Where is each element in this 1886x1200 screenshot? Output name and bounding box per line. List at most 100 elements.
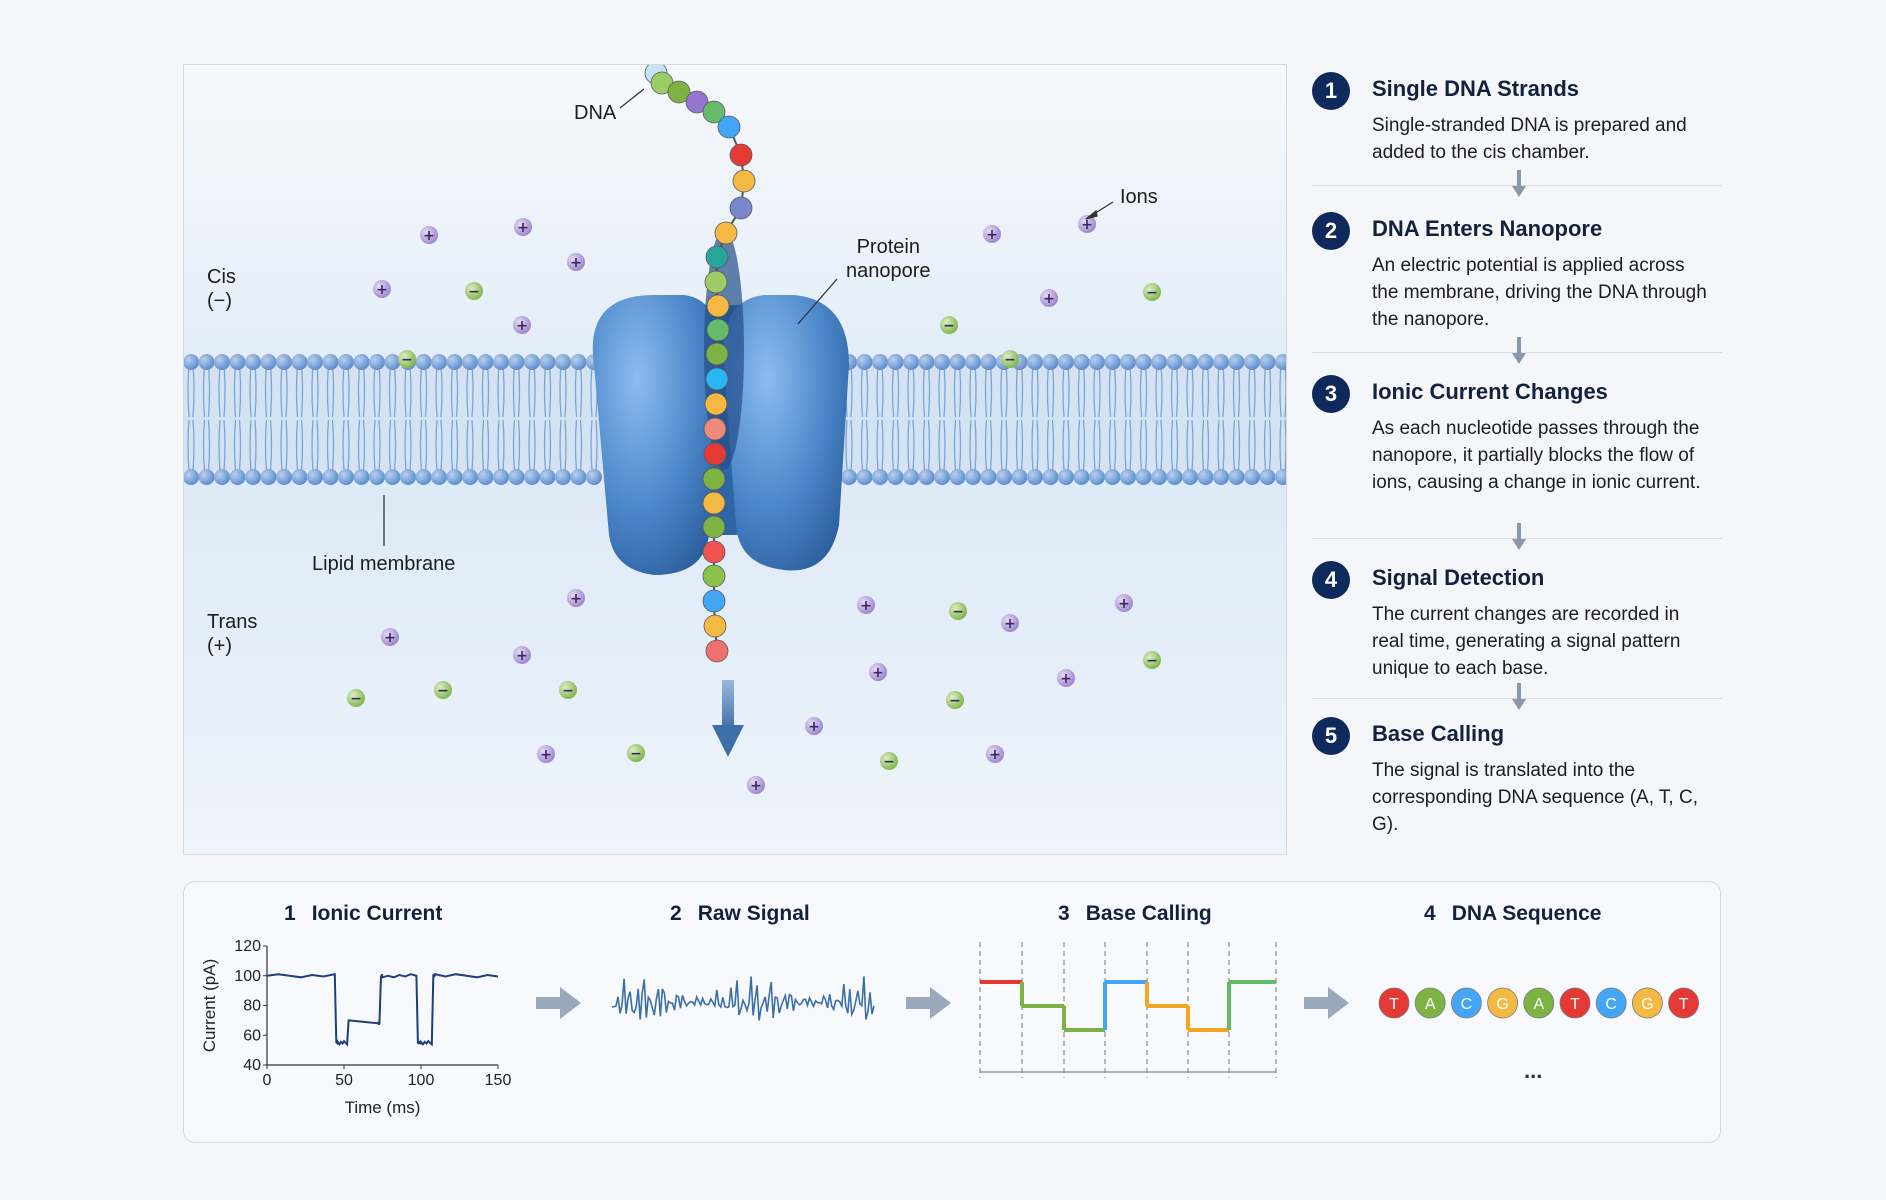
lipid-head <box>1027 354 1043 370</box>
base-A: A <box>1523 987 1555 1019</box>
nucleotide-bead <box>704 392 728 416</box>
lipid-head <box>903 469 919 485</box>
lipid-head <box>1259 354 1276 370</box>
svg-text:T: T <box>1570 996 1580 1013</box>
lipid-head <box>291 354 308 370</box>
lipid-head <box>415 354 432 370</box>
stage-label: Base Calling <box>1085 902 1212 925</box>
lipid-head <box>322 354 339 370</box>
lipid-head <box>996 469 1012 485</box>
lipid-head <box>1089 469 1105 485</box>
lipid-head <box>493 469 509 485</box>
lipid-head <box>276 354 292 370</box>
positive-ion: + <box>983 225 1001 243</box>
lipid-head <box>462 354 478 370</box>
lipid-head <box>1104 354 1121 370</box>
cis-label-line2: (−) <box>207 290 232 312</box>
lipid-head <box>1166 354 1183 370</box>
lipid-head <box>949 354 966 370</box>
nucleotide-bead <box>702 515 726 539</box>
y-tick-label: 80 <box>243 998 261 1015</box>
positive-ion: + <box>513 646 531 664</box>
lipid-head <box>307 469 323 485</box>
cis-label: Cis (−) <box>207 265 236 313</box>
svg-text:+: + <box>423 228 435 244</box>
base-calling-plot <box>979 942 1277 1078</box>
svg-text:+: + <box>1004 616 1016 632</box>
lipid-head <box>570 354 587 370</box>
lipid-head <box>307 354 323 370</box>
positive-ion: + <box>513 316 531 334</box>
lipid-head <box>1275 469 1286 485</box>
lipid-head <box>539 354 556 370</box>
negative-ion: − <box>1143 651 1161 669</box>
lipid-head <box>1244 354 1260 370</box>
lipid-head <box>1135 469 1152 485</box>
lipid-head <box>1073 354 1090 370</box>
base-T: T <box>1559 987 1591 1019</box>
svg-text:C: C <box>1461 996 1473 1013</box>
lipid-head <box>934 354 950 370</box>
base-T: T <box>1668 987 1699 1019</box>
svg-text:−: − <box>630 746 642 762</box>
positive-ion: + <box>1078 215 1096 233</box>
svg-text:−: − <box>468 284 480 300</box>
y-axis-label: Current (pA) <box>200 959 219 1053</box>
lipid-head <box>214 469 230 485</box>
protein-nanopore-label-line1: Protein <box>856 236 920 258</box>
positive-ion: + <box>869 663 887 681</box>
positive-ion: + <box>1057 669 1075 687</box>
step-description: The current changes are recorded in real… <box>1372 604 1681 679</box>
negative-ion: − <box>1143 283 1161 301</box>
lipid-head <box>184 469 199 485</box>
lipid-head <box>260 354 277 370</box>
svg-text:+: + <box>516 648 528 664</box>
positive-ion: + <box>1001 614 1019 632</box>
y-tick-label: 60 <box>243 1027 261 1044</box>
lipid-head <box>493 354 509 370</box>
lipid-head <box>887 469 904 485</box>
base-C: C <box>1451 987 1482 1019</box>
lipid-head <box>539 469 556 485</box>
svg-text:+: + <box>540 747 552 763</box>
nanopore-illustration: ++++−+−+++−−−+++−−−+−++++−−+−+−++ <box>184 65 1286 854</box>
lipid-head <box>872 354 888 370</box>
step-title: Single DNA Strands <box>1372 76 1579 101</box>
negative-ion: − <box>347 689 365 707</box>
lipid-head <box>1228 354 1245 370</box>
lipid-head <box>477 469 494 485</box>
nucleotide-bead <box>706 318 730 342</box>
svg-text:−: − <box>952 604 964 620</box>
nucleotide-bead <box>702 564 726 588</box>
nucleotide-bead <box>714 221 738 245</box>
lipid-head <box>446 469 463 485</box>
svg-text:−: − <box>949 693 961 709</box>
base-T: T <box>1378 987 1410 1019</box>
lipid-head <box>1089 354 1105 370</box>
base-C: C <box>1595 987 1627 1019</box>
step-arrow-icon <box>1512 337 1526 364</box>
step-arrow-icon <box>1512 170 1526 197</box>
steps-panel: 1 Single DNA Strands Single-stranded DNA… <box>1312 64 1722 854</box>
lipid-head <box>856 469 873 485</box>
positive-ion: + <box>857 596 875 614</box>
lipid-head <box>369 354 385 370</box>
step-description: An electric potential is applied across … <box>1372 255 1707 330</box>
step-number-badge: 5 <box>1312 717 1350 755</box>
step-title: Ionic Current Changes <box>1372 379 1608 404</box>
protein-nanopore-label-line2: nanopore <box>846 260 931 282</box>
lipid-head <box>508 469 525 485</box>
lipid-head <box>1228 469 1245 485</box>
positive-ion: + <box>373 280 391 298</box>
step-number-badge: 1 <box>1312 72 1350 110</box>
lipid-head <box>1275 354 1286 370</box>
lipid-head <box>1058 354 1074 370</box>
lipid-head <box>1151 469 1167 485</box>
stage-label: Raw Signal <box>697 902 810 925</box>
lipid-head <box>1244 469 1260 485</box>
svg-text:A: A <box>1425 996 1436 1013</box>
